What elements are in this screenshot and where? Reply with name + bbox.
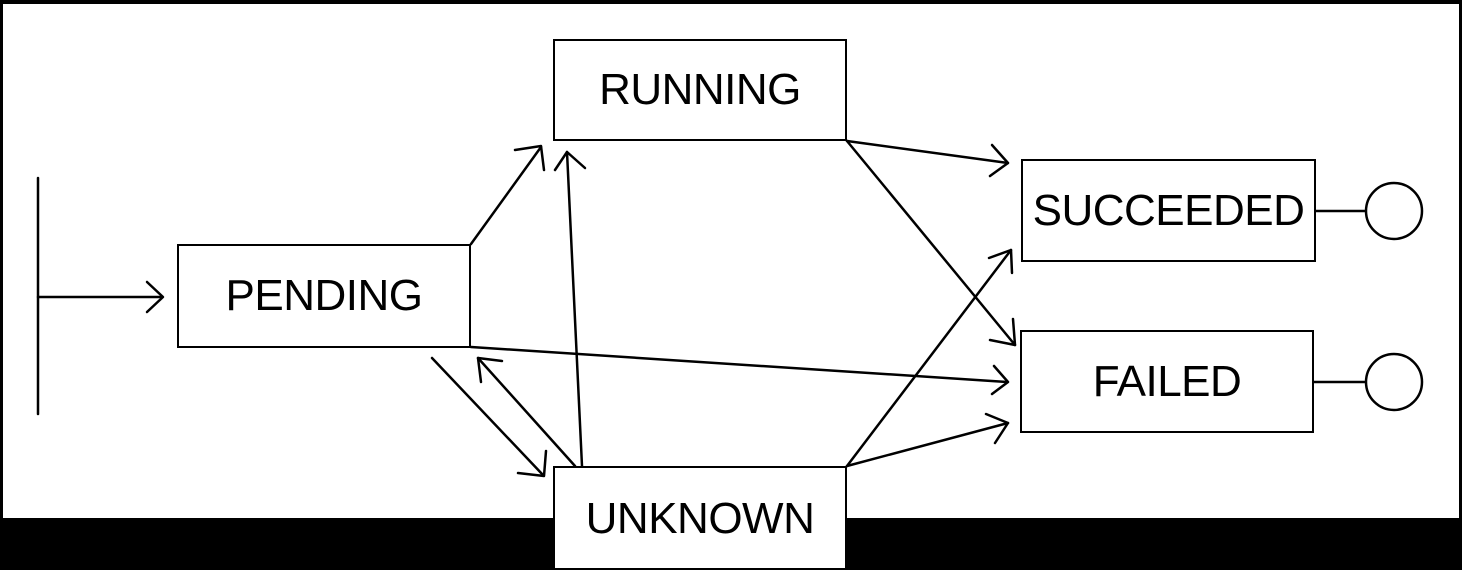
transition-succeeded-to-final xyxy=(1314,181,1424,241)
final-state-circle xyxy=(1364,352,1424,412)
state-running: RUNNING xyxy=(553,39,847,141)
transition-arrows xyxy=(36,139,1424,478)
state-label: UNKNOWN xyxy=(585,494,815,543)
state-label: SUCCEEDED xyxy=(1032,185,1305,235)
state-failed: FAILED xyxy=(1020,330,1314,433)
arrow-running-to-succeeded xyxy=(845,139,1010,178)
arrow-unknown-to-failed xyxy=(845,412,1010,468)
arrow-pending-to-failed xyxy=(469,345,1010,396)
state-unknown: UNKNOWN xyxy=(553,466,847,570)
arrow-unknown-to-pending xyxy=(476,356,577,468)
state-pending: PENDING xyxy=(177,244,471,348)
state-label: RUNNING xyxy=(599,65,801,114)
arrow-pending-to-running xyxy=(469,144,546,246)
arrow-unknown-to-succeeded xyxy=(845,248,1014,468)
arrow-running-to-failed xyxy=(845,139,1017,347)
state-label: PENDING xyxy=(225,271,423,320)
state-label: FAILED xyxy=(1092,356,1242,406)
arrow-pending-to-unknown xyxy=(430,356,548,478)
final-state-circle xyxy=(1364,181,1424,241)
arrow-initial-to-pending xyxy=(36,280,165,314)
arrow-unknown-to-running xyxy=(553,150,587,468)
state-succeeded: SUCCEEDED xyxy=(1021,159,1316,262)
transition-failed-to-final xyxy=(1312,352,1424,412)
